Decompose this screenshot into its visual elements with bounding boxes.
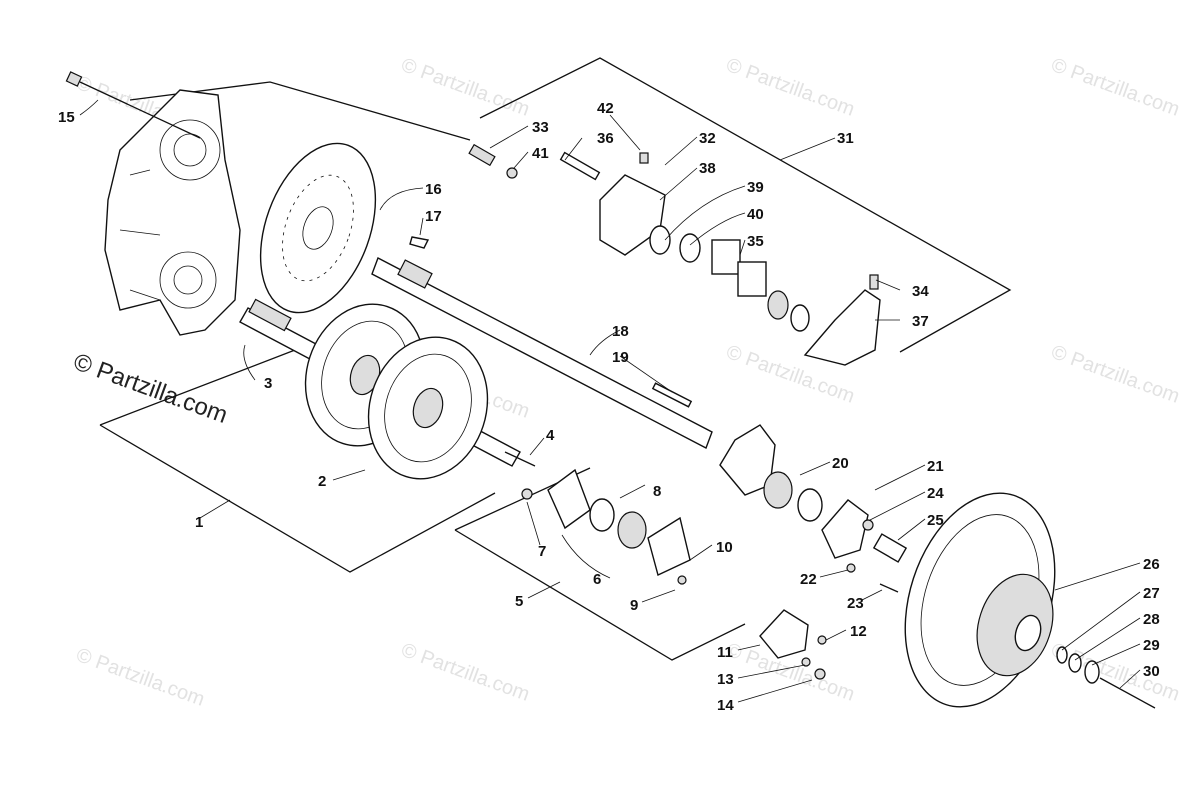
callout-9: 9 — [630, 597, 638, 614]
callout-5: 5 — [515, 593, 523, 610]
callout-29: 29 — [1143, 637, 1160, 654]
callout-23: 23 — [847, 595, 864, 612]
watermark-11: © Partzilla.com — [1048, 639, 1182, 706]
callout-27: 27 — [1143, 585, 1160, 602]
callout-16: 16 — [425, 181, 442, 198]
watermark-3: © Partzilla.com — [723, 54, 857, 121]
callout-41: 41 — [532, 145, 549, 162]
bearing-cap-11 — [759, 609, 827, 680]
callout-6: 6 — [593, 571, 601, 588]
group-1-outline — [99, 349, 296, 426]
callouts: 15 1 2 3 4 5 6 7 8 9 10 11 12 13 14 16 1… — [58, 100, 1160, 714]
callout-3: 3 — [264, 375, 272, 392]
callout-1: 1 — [195, 514, 203, 531]
callout-31: 31 — [837, 130, 854, 147]
callout-37: 37 — [912, 313, 929, 330]
callout-15: 15 — [58, 109, 75, 126]
callout-22: 22 — [800, 571, 817, 588]
callout-30: 30 — [1143, 663, 1160, 680]
callout-7: 7 — [538, 543, 546, 560]
callout-39: 39 — [747, 179, 764, 196]
callout-42: 42 — [597, 100, 614, 117]
callout-21: 21 — [927, 458, 944, 475]
group-31-outline — [479, 57, 1012, 353]
callout-10: 10 — [716, 539, 733, 556]
key-19 — [651, 382, 693, 408]
callout-17: 17 — [425, 208, 442, 225]
callout-19: 19 — [612, 349, 629, 366]
callout-32: 32 — [699, 130, 716, 147]
callout-13: 13 — [717, 671, 734, 688]
callout-34: 34 — [912, 283, 929, 300]
pin-4 — [504, 451, 536, 467]
callout-36: 36 — [597, 130, 614, 147]
callout-18: 18 — [612, 323, 629, 340]
watermark-9: © Partzilla.com — [398, 639, 532, 706]
callout-25: 25 — [927, 512, 944, 529]
watermark-2: © Partzilla.com — [398, 54, 532, 121]
brand-watermark: © Partzilla.com — [70, 348, 231, 429]
callout-26: 26 — [1143, 556, 1160, 573]
callout-28: 28 — [1143, 611, 1160, 628]
driven-pulley — [904, 492, 1056, 708]
bearing-housing-6 — [521, 468, 691, 585]
bearing-housing-right — [719, 424, 908, 593]
callout-11: 11 — [717, 644, 733, 661]
watermark-7: © Partzilla.com — [1048, 341, 1182, 408]
drive-sprockets — [304, 303, 489, 480]
callout-2: 2 — [318, 473, 326, 490]
leader-lines — [79, 99, 1141, 703]
callout-12: 12 — [850, 623, 867, 640]
bolt-15 — [65, 71, 201, 139]
key-17 — [409, 236, 430, 249]
callout-14: 14 — [717, 697, 734, 714]
callout-20: 20 — [832, 455, 849, 472]
brake-disc — [259, 142, 377, 314]
jackshaft — [371, 257, 713, 449]
callout-33: 33 — [532, 119, 549, 136]
brake-caliper-assembly — [468, 143, 881, 366]
watermark-8: © Partzilla.com — [73, 644, 207, 711]
callout-4: 4 — [546, 427, 555, 444]
callout-35: 35 — [747, 233, 764, 250]
callout-24: 24 — [927, 485, 944, 502]
callout-8: 8 — [653, 483, 661, 500]
gear-case — [104, 89, 241, 336]
callout-38: 38 — [699, 160, 716, 177]
watermark-4: © Partzilla.com — [1048, 54, 1182, 121]
callout-40: 40 — [747, 206, 764, 223]
